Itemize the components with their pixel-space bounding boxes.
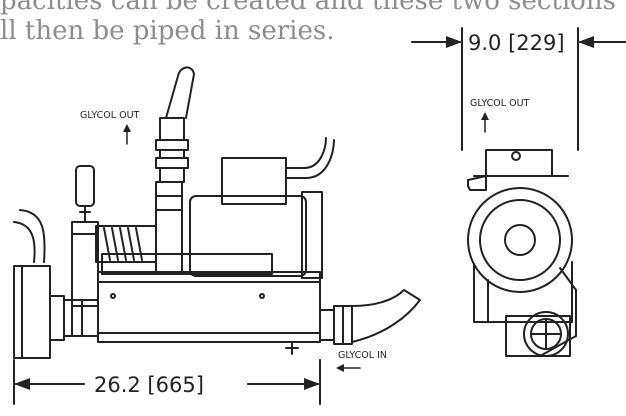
left-bent-pipe xyxy=(19,209,46,263)
body-text-line-2: ll then be piped in series. xyxy=(0,16,335,46)
left-end-housing xyxy=(13,265,51,359)
body-text-line-1: pacities can be created and these two se… xyxy=(0,0,616,16)
glycol-in-label: GLYCOL IN xyxy=(338,350,387,361)
motor-base xyxy=(101,253,273,275)
width-dimension: 26.2 [665] xyxy=(94,373,204,397)
drain-housing xyxy=(505,315,571,357)
inlet-hose xyxy=(351,289,421,343)
glycol-out-label-left: GLYCOL OUT xyxy=(80,110,140,121)
power-cable xyxy=(285,137,327,169)
pump-motor xyxy=(189,195,307,277)
float-sensor xyxy=(75,165,95,207)
side-view xyxy=(13,66,421,359)
outlet-hose xyxy=(165,66,195,119)
drain-fitting xyxy=(523,311,569,357)
end-view-top-box xyxy=(485,149,553,177)
glycol-out-label-right: GLYCOL OUT xyxy=(470,98,530,109)
pump-housing-circle xyxy=(467,187,573,293)
end-view xyxy=(467,149,577,357)
depth-dimension: 9.0 [229] xyxy=(468,31,565,55)
motor-junction-box xyxy=(221,157,287,205)
